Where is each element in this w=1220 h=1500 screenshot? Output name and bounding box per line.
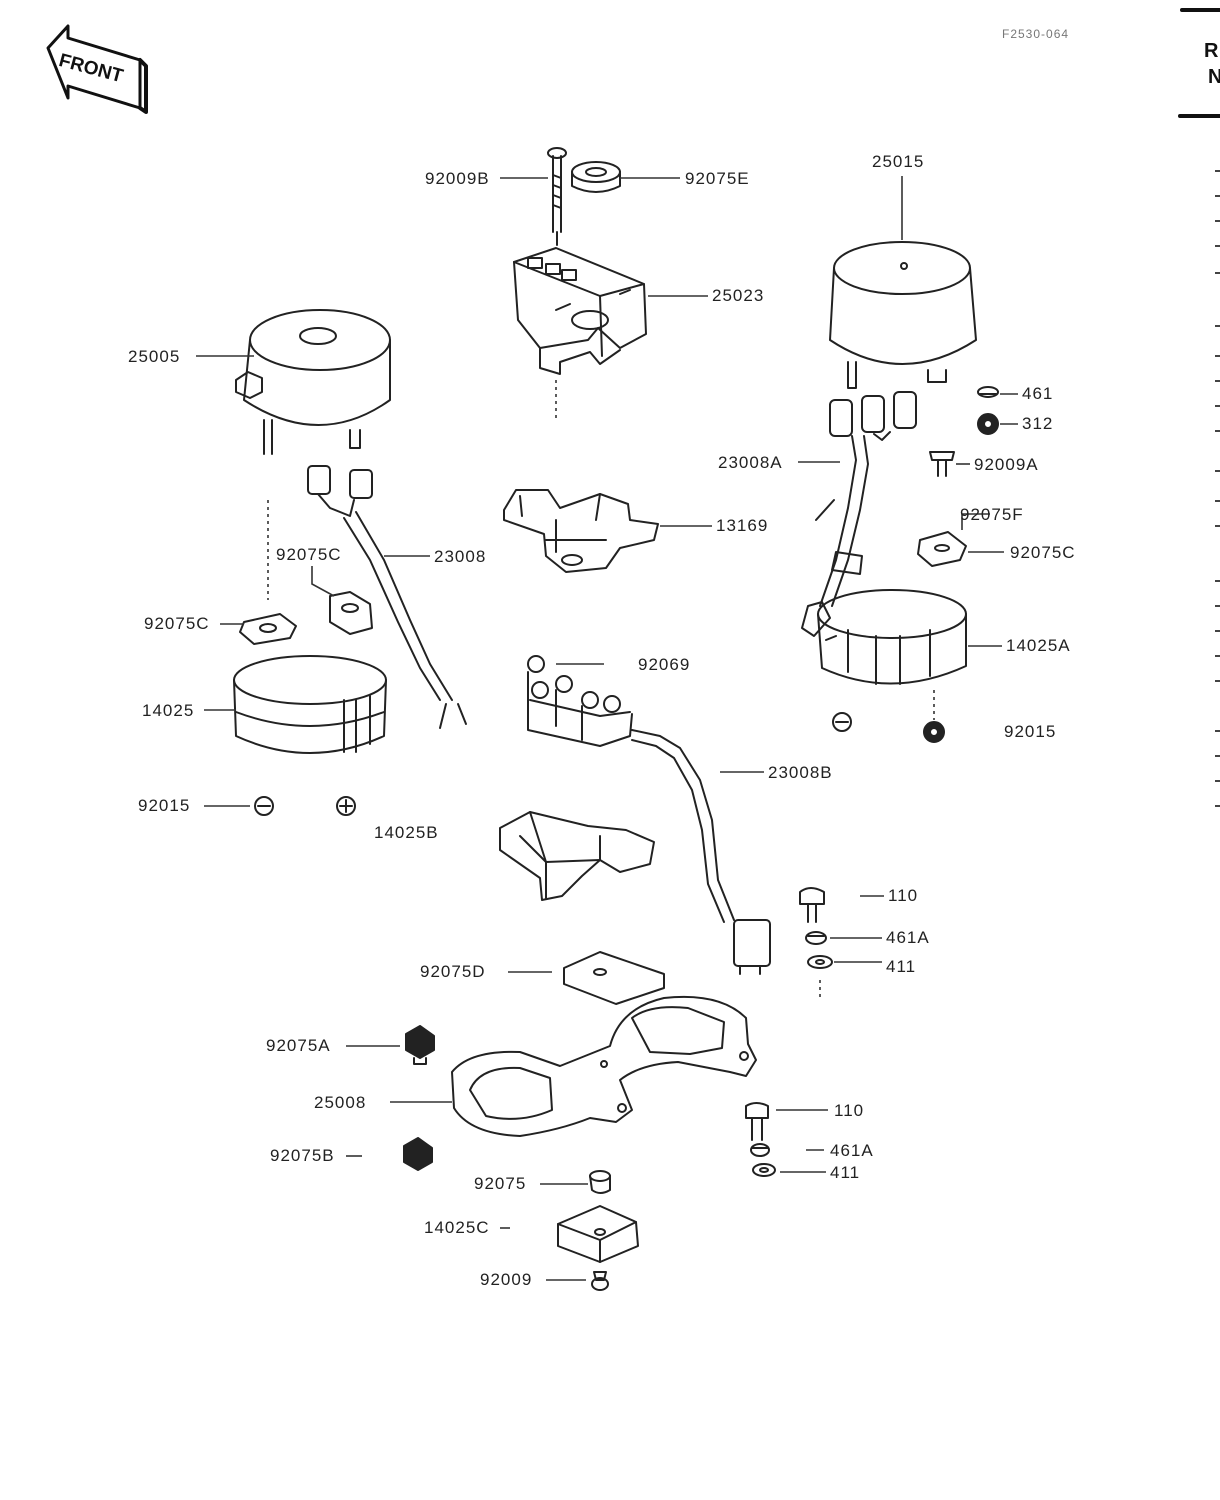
edge-tick xyxy=(1215,272,1220,274)
washer-461-icon xyxy=(977,386,999,398)
collar-92075-icon xyxy=(589,1170,611,1194)
part-label: 92015 xyxy=(138,796,191,815)
part-label: 411 xyxy=(886,957,917,976)
leader-lines xyxy=(196,176,1018,1281)
front-arrow-icon xyxy=(46,24,148,114)
nut-312-icon xyxy=(977,413,999,435)
part-label: 110 xyxy=(888,886,919,905)
edge-tick xyxy=(1215,170,1220,172)
part-label: 25005 xyxy=(128,347,181,366)
grommet-92075c-right-icon xyxy=(917,531,967,567)
part-label: 461 xyxy=(1022,384,1054,403)
part-label: 461A xyxy=(830,1141,874,1160)
part-label: 13169 xyxy=(716,516,769,535)
screw-92009a-icon xyxy=(929,451,955,477)
part-label: 14025C xyxy=(424,1218,490,1237)
part-label: 92009A xyxy=(974,455,1039,474)
bracket-cup-14025-icon xyxy=(233,655,387,754)
part-label: 25023 xyxy=(712,286,765,305)
part-label: 92075A xyxy=(266,1036,331,1055)
screw-92009-icon xyxy=(591,1271,609,1291)
part-label: 92075C xyxy=(1010,543,1076,562)
part-label: 92075C xyxy=(144,614,210,633)
part-label: 23008B xyxy=(768,763,833,782)
part-label: 92075 xyxy=(474,1174,527,1193)
part-label: 312 xyxy=(1022,414,1054,433)
edge-tick xyxy=(1215,805,1220,807)
page-edge-fragment-1: R xyxy=(1204,40,1219,62)
bolt-110-lower-icon xyxy=(745,1102,769,1141)
edge-tick xyxy=(1215,680,1220,682)
wire-harness-23008a-icon xyxy=(801,391,917,637)
grommet-92075c-lower-icon xyxy=(239,613,297,645)
bracket-cup-14025a-icon xyxy=(817,589,967,685)
part-label: 23008A xyxy=(718,453,783,472)
edge-tick xyxy=(1215,755,1220,757)
nut-92015-right-a-icon xyxy=(832,712,852,732)
part-label: 14025B xyxy=(374,823,439,842)
wire-harness-23008b-icon xyxy=(631,729,771,975)
edge-tick xyxy=(1215,195,1220,197)
part-label: 92075C xyxy=(276,545,342,564)
washer-461a-upper-icon xyxy=(805,931,827,945)
washer-461a-lower-icon xyxy=(750,1143,770,1157)
part-label: 92075D xyxy=(420,962,486,981)
part-label: 92015 xyxy=(1004,722,1057,741)
part-label: 411 xyxy=(830,1163,861,1182)
part-label: 25008 xyxy=(314,1093,367,1112)
edge-tick xyxy=(1215,245,1220,247)
bolt-110-upper-icon xyxy=(799,887,825,923)
bracket-14025b-icon xyxy=(499,811,655,901)
edge-tick xyxy=(1215,430,1220,432)
part-label: 92009B xyxy=(425,169,490,188)
mounting-plate-25008-icon xyxy=(451,995,757,1137)
grommet-92075c-icon xyxy=(329,591,373,635)
bulb-socket-92069-icon xyxy=(527,655,633,747)
edge-tick xyxy=(1215,580,1220,582)
edge-tick xyxy=(1215,500,1220,502)
grommet-92075b-icon xyxy=(403,1137,433,1171)
edge-tick xyxy=(1215,220,1220,222)
indicator-housing-25023-icon xyxy=(513,247,647,375)
part-label: 110 xyxy=(834,1101,865,1120)
bracket-13169-icon xyxy=(503,489,659,573)
part-label: 14025 xyxy=(142,701,195,720)
meter-housing-25015-icon xyxy=(829,241,977,389)
part-label: 14025A xyxy=(1006,636,1071,655)
edge-tick xyxy=(1215,325,1220,327)
washer-411-upper-icon xyxy=(807,955,833,969)
washer-411-lower-icon xyxy=(752,1163,776,1177)
part-label: 92069 xyxy=(638,655,691,674)
part-label: 23008 xyxy=(434,547,487,566)
edge-tick xyxy=(1215,405,1220,407)
edge-tick xyxy=(1215,730,1220,732)
screw-92009b-icon xyxy=(547,147,567,246)
grommet-92075e-icon xyxy=(571,161,621,193)
edge-tick xyxy=(1215,470,1220,472)
edge-tick xyxy=(1215,780,1220,782)
part-label: 25015 xyxy=(872,152,925,171)
page-edge-fragment-2: N xyxy=(1208,66,1220,88)
part-label: 92075E xyxy=(685,169,750,188)
part-label: 92075B xyxy=(270,1146,335,1165)
pad-92075d-icon xyxy=(563,951,665,1005)
edge-tick xyxy=(1215,380,1220,382)
meter-housing-25005-icon xyxy=(235,309,391,455)
nut-92015-right-b-icon xyxy=(923,721,945,743)
part-label: 92009 xyxy=(480,1270,533,1289)
wire-harness-23008-icon xyxy=(307,465,467,729)
edge-tick xyxy=(1215,630,1220,632)
nut-92015-left-icon xyxy=(254,796,274,816)
part-label: 92075F xyxy=(960,505,1024,524)
nut-14025b-icon xyxy=(336,796,356,816)
edge-tick xyxy=(1215,605,1220,607)
diagram-ref-code: F2530-064 xyxy=(1002,27,1070,41)
edge-tick xyxy=(1215,655,1220,657)
edge-tick xyxy=(1215,525,1220,527)
edge-tick xyxy=(1215,355,1220,357)
grommet-92075a-icon xyxy=(405,1025,435,1065)
pad-14025c-icon xyxy=(557,1205,639,1263)
part-label: 461A xyxy=(886,928,930,947)
